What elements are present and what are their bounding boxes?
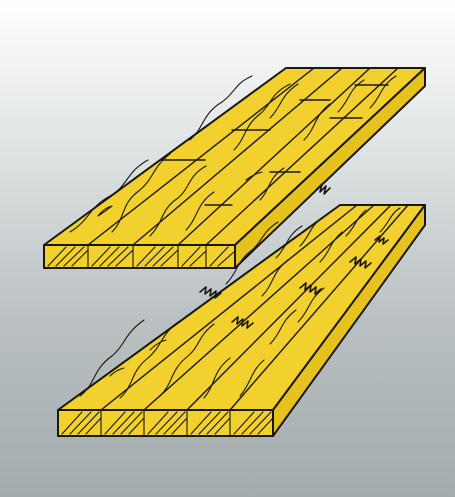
timber-panels-illustration (0, 0, 455, 497)
illustration-background (0, 0, 455, 497)
